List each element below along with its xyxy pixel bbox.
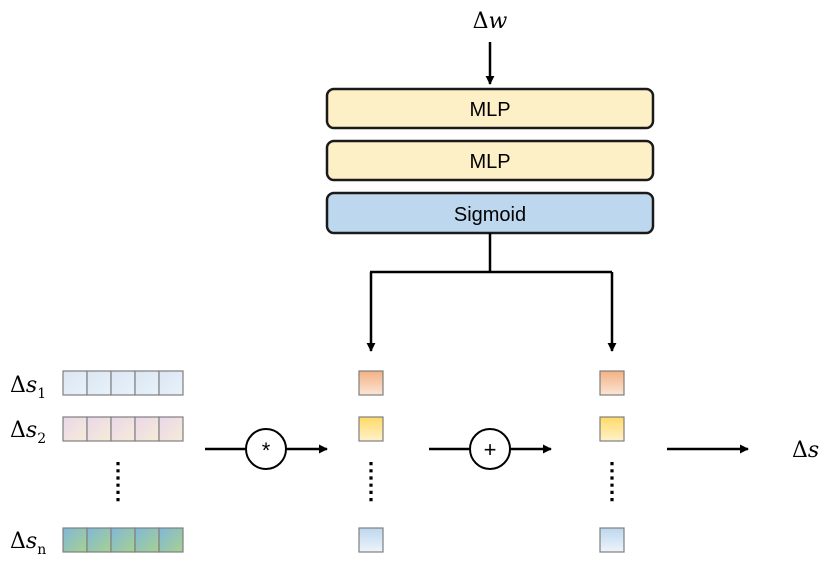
branch-connector [366, 233, 617, 352]
output-label-delta-s: Δs [792, 438, 819, 463]
weight-column-2 [599, 370, 625, 553]
layer-mlp-1: MLP [325, 87, 655, 130]
vector-row-n [62, 527, 184, 553]
weight-column-1 [358, 370, 384, 553]
layer-label: MLP [469, 99, 510, 121]
vector-row-1 [62, 370, 184, 396]
row-label-delta-s1: Δs1 [10, 373, 46, 402]
vector-row-2 [62, 416, 184, 442]
layer-sigmoid: Sigmoid [325, 191, 655, 235]
layer-label: Sigmoid [454, 204, 526, 226]
add-symbol: + [484, 437, 497, 462]
layer-mlp-2: MLP [325, 139, 655, 182]
input-label-delta-w: Δw [473, 9, 508, 34]
row-label-delta-sn: Δsn [10, 529, 46, 558]
multiply-symbol: * [262, 438, 271, 463]
layer-label: MLP [469, 151, 510, 173]
row-label-delta-s2: Δs2 [10, 418, 46, 447]
